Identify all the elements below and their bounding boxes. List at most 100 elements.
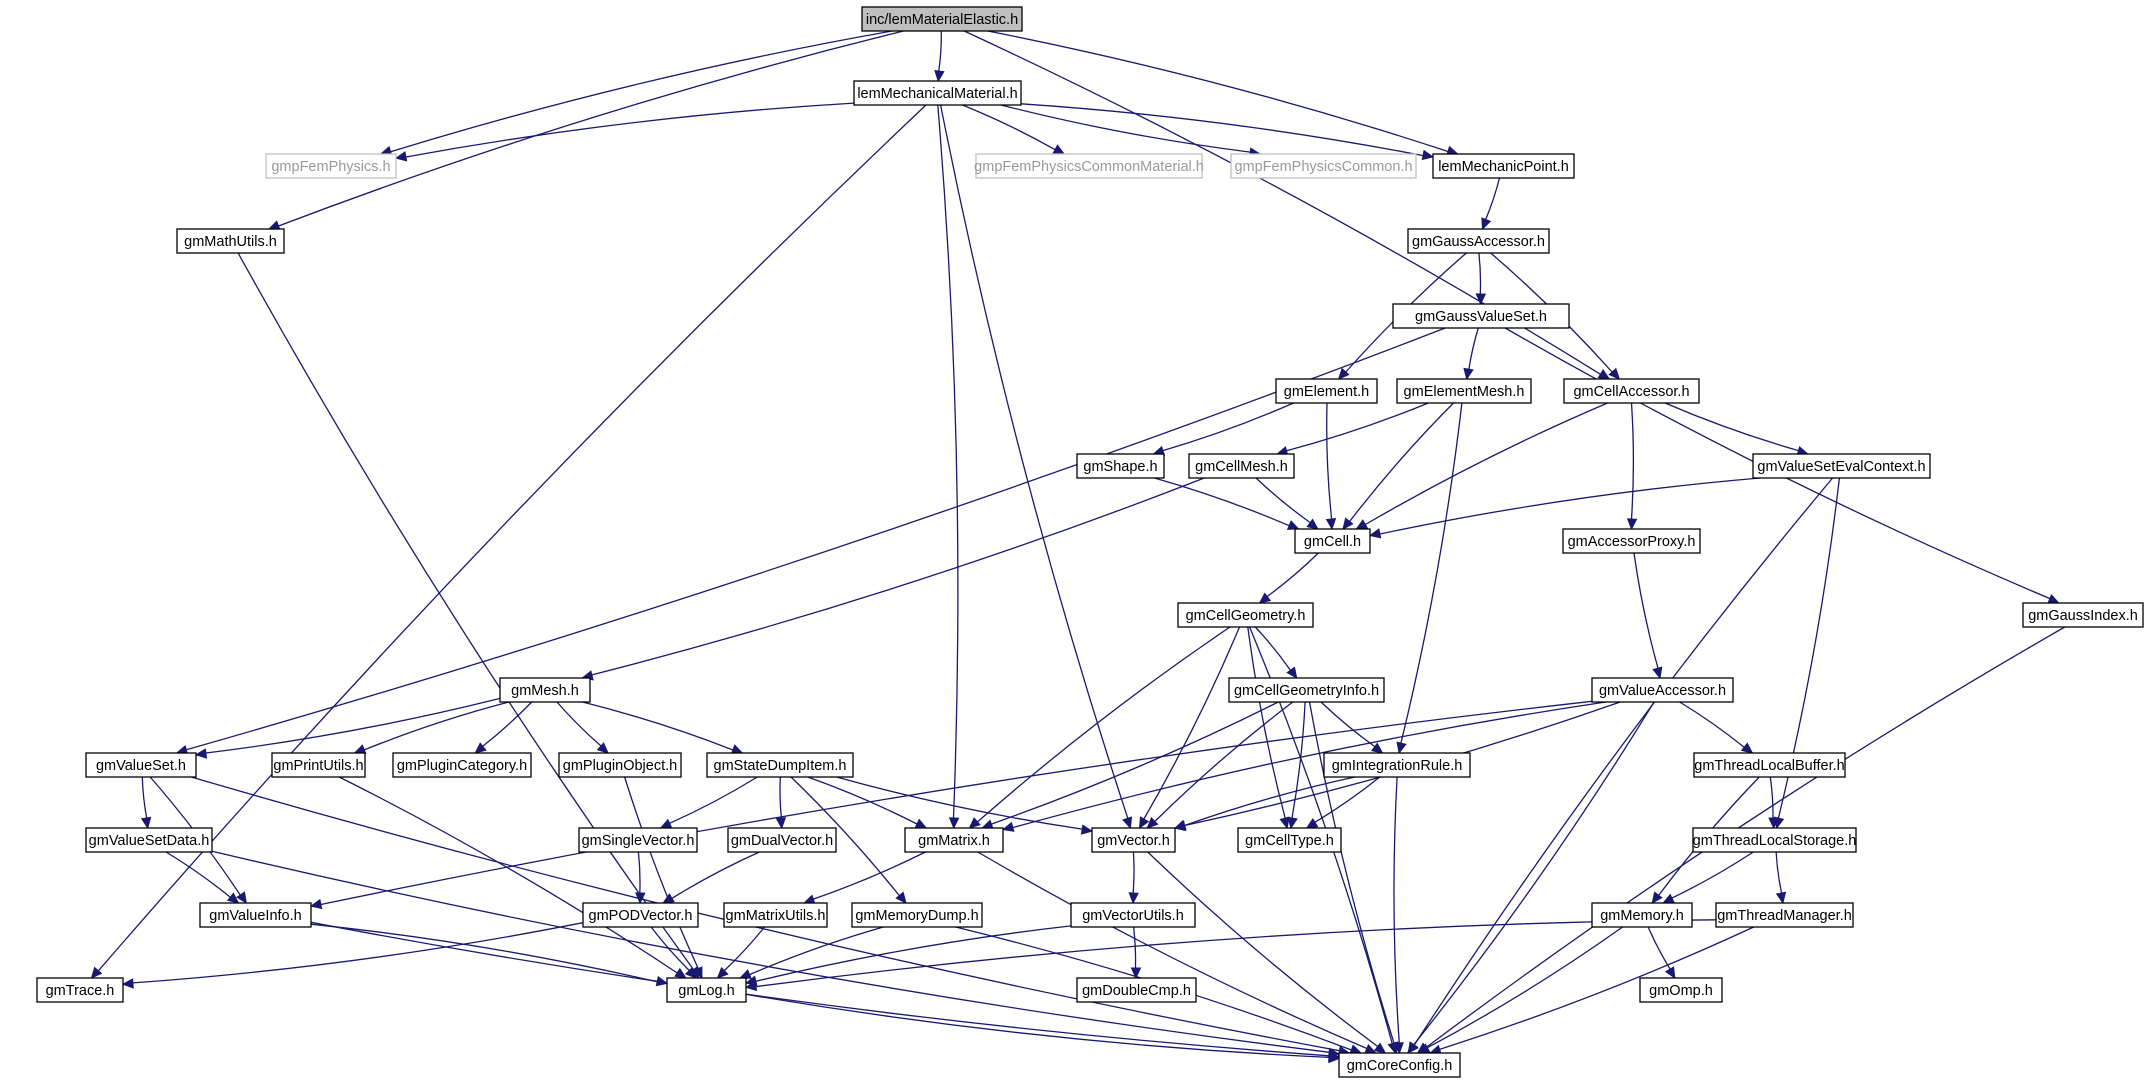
node-gmcellgeometryinfo-h[interactable]: gmCellGeometryInfo.h [1228,677,1385,703]
node-gmstatedumpitem-h[interactable]: gmStateDumpItem.h [706,752,854,778]
node-gmmathutils-h[interactable]: gmMathUtils.h [176,228,285,254]
edge-gmcellaccessor-h-to-gmaccessorproxy-h [1626,402,1638,531]
edge-gmmemory-h-to-gmcoreconfig-h [1417,926,1623,1054]
node-label: gmpFemPhysicsCommonMaterial.h [974,159,1204,175]
edge-lemmechanicalmaterial-h-to-gmpfemphysics-h [394,102,855,162]
node-gmgaussvalueset-h[interactable]: gmGaussValueSet.h [1392,303,1570,329]
node-gmshape-h[interactable]: gmShape.h [1076,453,1165,479]
node-gmthreadmanager-h[interactable]: gmThreadManager.h [1715,902,1854,928]
edge-gmstatedumpitem-h-to-gmmemorydump-h [790,776,907,904]
edge-gmvalueset-h-to-gmvaluesetdata-h [140,776,152,830]
node-box [1432,153,1575,179]
node-gmvalueaccessor-h[interactable]: gmValueAccessor.h [1591,677,1734,703]
node-gmcellmesh-h[interactable]: gmCellMesh.h [1188,453,1295,479]
node-gmdualvector-h[interactable]: gmDualVector.h [727,827,837,853]
edge-gmelementmesh-h-to-gmcell-h [1342,402,1454,530]
node-gmdoublecmp-h[interactable]: gmDoubleCmp.h [1076,977,1197,1003]
node-gmvalueset-h[interactable]: gmValueSet.h [85,752,197,778]
node-box [1076,977,1197,1003]
node-gmpfemphysicscommonmaterial-h[interactable]: gmpFemPhysicsCommonMaterial.h [974,153,1204,179]
node-box [1692,827,1857,853]
node-gmmatrixutils-h[interactable]: gmMatrixUtils.h [723,902,828,928]
node-gmmatrix-h[interactable]: gmMatrix.h [904,827,1004,853]
node-box [176,228,285,254]
node-gmgaussindex-h[interactable]: gmGaussIndex.h [2022,602,2144,628]
edge-gmstatedumpitem-h-to-gmsinglevector-h [659,776,758,829]
node-gmprintutils-h[interactable]: gmPrintUtils.h [271,752,366,778]
node-gmtrace-h[interactable]: gmTrace.h [36,977,124,1003]
node-gmvector-h[interactable]: gmVector.h [1091,827,1176,853]
edge-gmpodvector-h-to-gmtrace-h [121,922,584,989]
node-gmelement-h[interactable]: gmElement.h [1275,378,1378,404]
node-gmcellgeometry-h[interactable]: gmCellGeometry.h [1177,602,1314,628]
node-gmaccessorproxy-h[interactable]: gmAccessorProxy.h [1562,528,1701,554]
node-gmcell-h[interactable]: gmCell.h [1294,528,1371,554]
node-box [1070,902,1196,928]
node-label: gmCellMesh.h [1195,459,1288,475]
node-box [1715,902,1854,928]
node-gmvectorutils-h[interactable]: gmVectorUtils.h [1070,902,1196,928]
edge-gmaccessorproxy-h-to-gmvalueaccessor-h [1633,552,1663,680]
edge-gmstatedumpitem-h-to-gmvector-h [836,776,1094,835]
edge-lemmechanicalmaterial-h-to-gmvector-h [939,104,1133,830]
node-gmelementmesh-h[interactable]: gmElementMesh.h [1396,378,1532,404]
edge-gmvector-h-to-gmcoreconfig-h [1147,851,1387,1054]
edge-gmelementmesh-h-to-gmintegrationrule-h [1396,402,1463,755]
edge-gmcellgeometry-h-to-gmcellgeometryinfo-h [1254,626,1298,679]
edge-gmmesh-h-to-gmstatedumpitem-h [582,701,744,755]
edge-gmthreadlocalbuffer-h-to-gmthreadlocalstorage-h [1768,776,1779,830]
edge-gmmatrixutils-h-to-gmlog-h [716,926,766,979]
edge-gmcellgeometry-h-to-gmcelltype-h [1247,626,1290,830]
edge-gmthreadlocalstorage-h-to-gmmemory-h [1662,851,1754,904]
edge-gmmemorydump-h-to-gmlog-h [739,926,884,979]
node-gmthreadlocalstorage-h[interactable]: gmThreadLocalStorage.h [1692,827,1857,853]
node-gmmesh-h[interactable]: gmMesh.h [499,677,591,703]
edge-gmcellgeometryinfo-h-to-gmcelltype-h [1287,701,1306,830]
node-gmomp-h[interactable]: gmOmp.h [1639,977,1723,1003]
node-box [199,902,312,928]
node-gmgaussaccessor-h[interactable]: gmGaussAccessor.h [1407,228,1550,254]
node-gmcellaccessor-h[interactable]: gmCellAccessor.h [1563,378,1700,404]
edge-gmshape-h-to-gmcell-h [1154,477,1300,530]
node-box [975,153,1203,179]
node-box [1562,528,1701,554]
node-label: gmPluginCategory.h [397,758,527,774]
node-gmvaluesetevalcontext-h[interactable]: gmValueSetEvalContext.h [1752,453,1931,479]
node-box [265,153,397,179]
node-gmthreadlocalbuffer-h[interactable]: gmThreadLocalBuffer.h [1693,752,1846,778]
node-label: gmShape.h [1083,459,1157,475]
node-box [85,752,197,778]
node-gmmemorydump-h[interactable]: gmMemoryDump.h [851,902,983,928]
node-lemmechanicpoint-h[interactable]: lemMechanicPoint.h [1432,153,1575,179]
node-box [271,752,366,778]
node-gmpfemphysicscommon-h[interactable]: gmpFemPhysicsCommon.h [1230,153,1417,179]
node-gmintegrationrule-h[interactable]: gmIntegrationRule.h [1323,752,1471,778]
edge-inc-lemmaterialelastic-h-to-gmpfemphysics-h [379,30,893,156]
edge-gmvectorutils-h-to-gmdoublecmp-h [1130,926,1142,980]
node-gmmemory-h[interactable]: gmMemory.h [1591,902,1693,928]
node-box [36,977,124,1003]
node-label: lemMechanicalMaterial.h [857,86,1017,102]
node-gmvalueinfo-h[interactable]: gmValueInfo.h [199,902,312,928]
edge-lemmechanicalmaterial-h-to-gmmatrix-h [937,104,960,830]
node-gmlog-h[interactable]: gmLog.h [666,977,747,1003]
node-box [1188,453,1295,479]
edge-lemmechanicalmaterial-h-to-lemmechanicpoint-h [1020,103,1435,161]
edge-gmvaluesetdata-h-to-gmvalueinfo-h [165,851,240,904]
node-label: gmLog.h [678,983,734,999]
node-box [723,902,828,928]
node-lemmechanicalmaterial-h[interactable]: lemMechanicalMaterial.h [853,80,1022,106]
node-label: gmpFemPhysicsCommon.h [1234,159,1412,175]
node-label: gmDoubleCmp.h [1082,983,1191,999]
node-gmpluginobject-h[interactable]: gmPluginObject.h [558,752,682,778]
node-gmcoreconfig-h[interactable]: gmCoreConfig.h [1338,1052,1461,1078]
node-gmsinglevector-h[interactable]: gmSingleVector.h [578,827,698,853]
node-gmplugincategory-h[interactable]: gmPluginCategory.h [392,752,532,778]
node-gmcelltype-h[interactable]: gmCellType.h [1237,827,1342,853]
node-label: gmOmp.h [1649,983,1713,999]
node-inc-lemmaterialelastic-h[interactable]: inc/lemMaterialElastic.h [861,6,1023,32]
node-gmpfemphysics-h[interactable]: gmpFemPhysics.h [265,153,397,179]
node-gmvaluesetdata-h[interactable]: gmValueSetData.h [85,827,213,853]
node-gmpodvector-h[interactable]: gmPODVector.h [582,902,699,928]
edge-gmsinglevector-h-to-gmpodvector-h [635,851,646,905]
